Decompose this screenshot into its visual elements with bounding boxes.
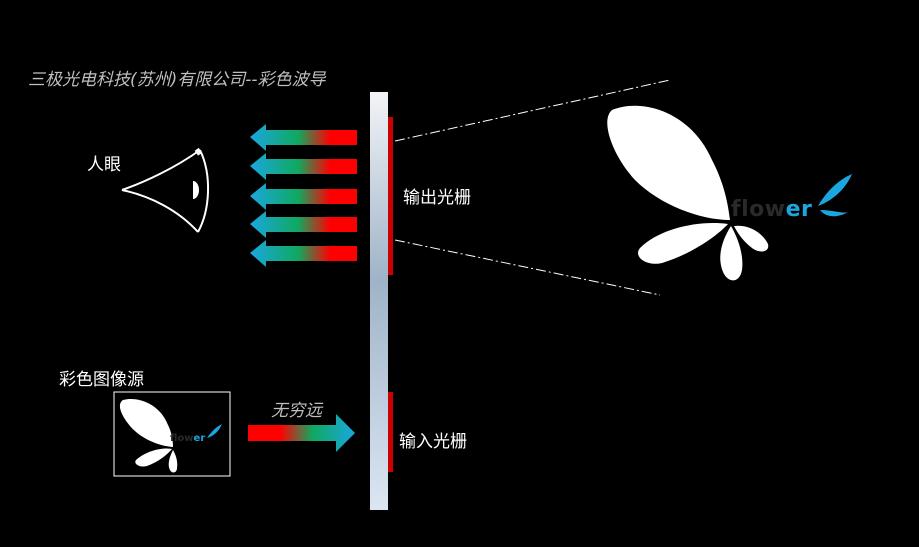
output-arrow-2 <box>250 153 357 180</box>
projection-line-top <box>394 79 671 142</box>
logo-large-dark: flow <box>731 197 786 222</box>
output-arrow-5 <box>250 240 357 267</box>
infinity-label: 无穷远 <box>271 401 322 421</box>
output-grating-label: 输出光栅 <box>403 188 471 208</box>
input-grating-bar <box>388 392 393 472</box>
output-grating-bar <box>388 117 393 275</box>
logo-small-dark: flow <box>170 433 194 444</box>
logo-large-wordmark: flower <box>731 197 812 222</box>
logo-small-accent: er <box>193 433 206 444</box>
image-source-frame <box>113 391 231 477</box>
projection-line-bottom <box>394 239 661 296</box>
input-arrow <box>248 414 355 452</box>
eye-label: 人眼 <box>87 155 121 175</box>
output-arrow-4 <box>250 211 357 238</box>
output-arrows <box>250 124 357 267</box>
color-image-source-label: 彩色图像源 <box>59 370 144 390</box>
waveguide-slab <box>370 92 388 510</box>
butterfly-large-icon <box>607 105 852 281</box>
output-arrow-1 <box>250 124 357 151</box>
eye-icon <box>121 147 209 233</box>
output-arrow-3 <box>250 183 357 210</box>
input-grating-label: 输入光栅 <box>399 432 467 452</box>
logo-large-accent: er <box>785 197 813 222</box>
butterfly-small-icon <box>119 399 222 473</box>
logo-small-wordmark: flower <box>170 433 205 444</box>
company-title: 三极光电科技(苏州)有限公司--彩色波导 <box>28 70 326 90</box>
